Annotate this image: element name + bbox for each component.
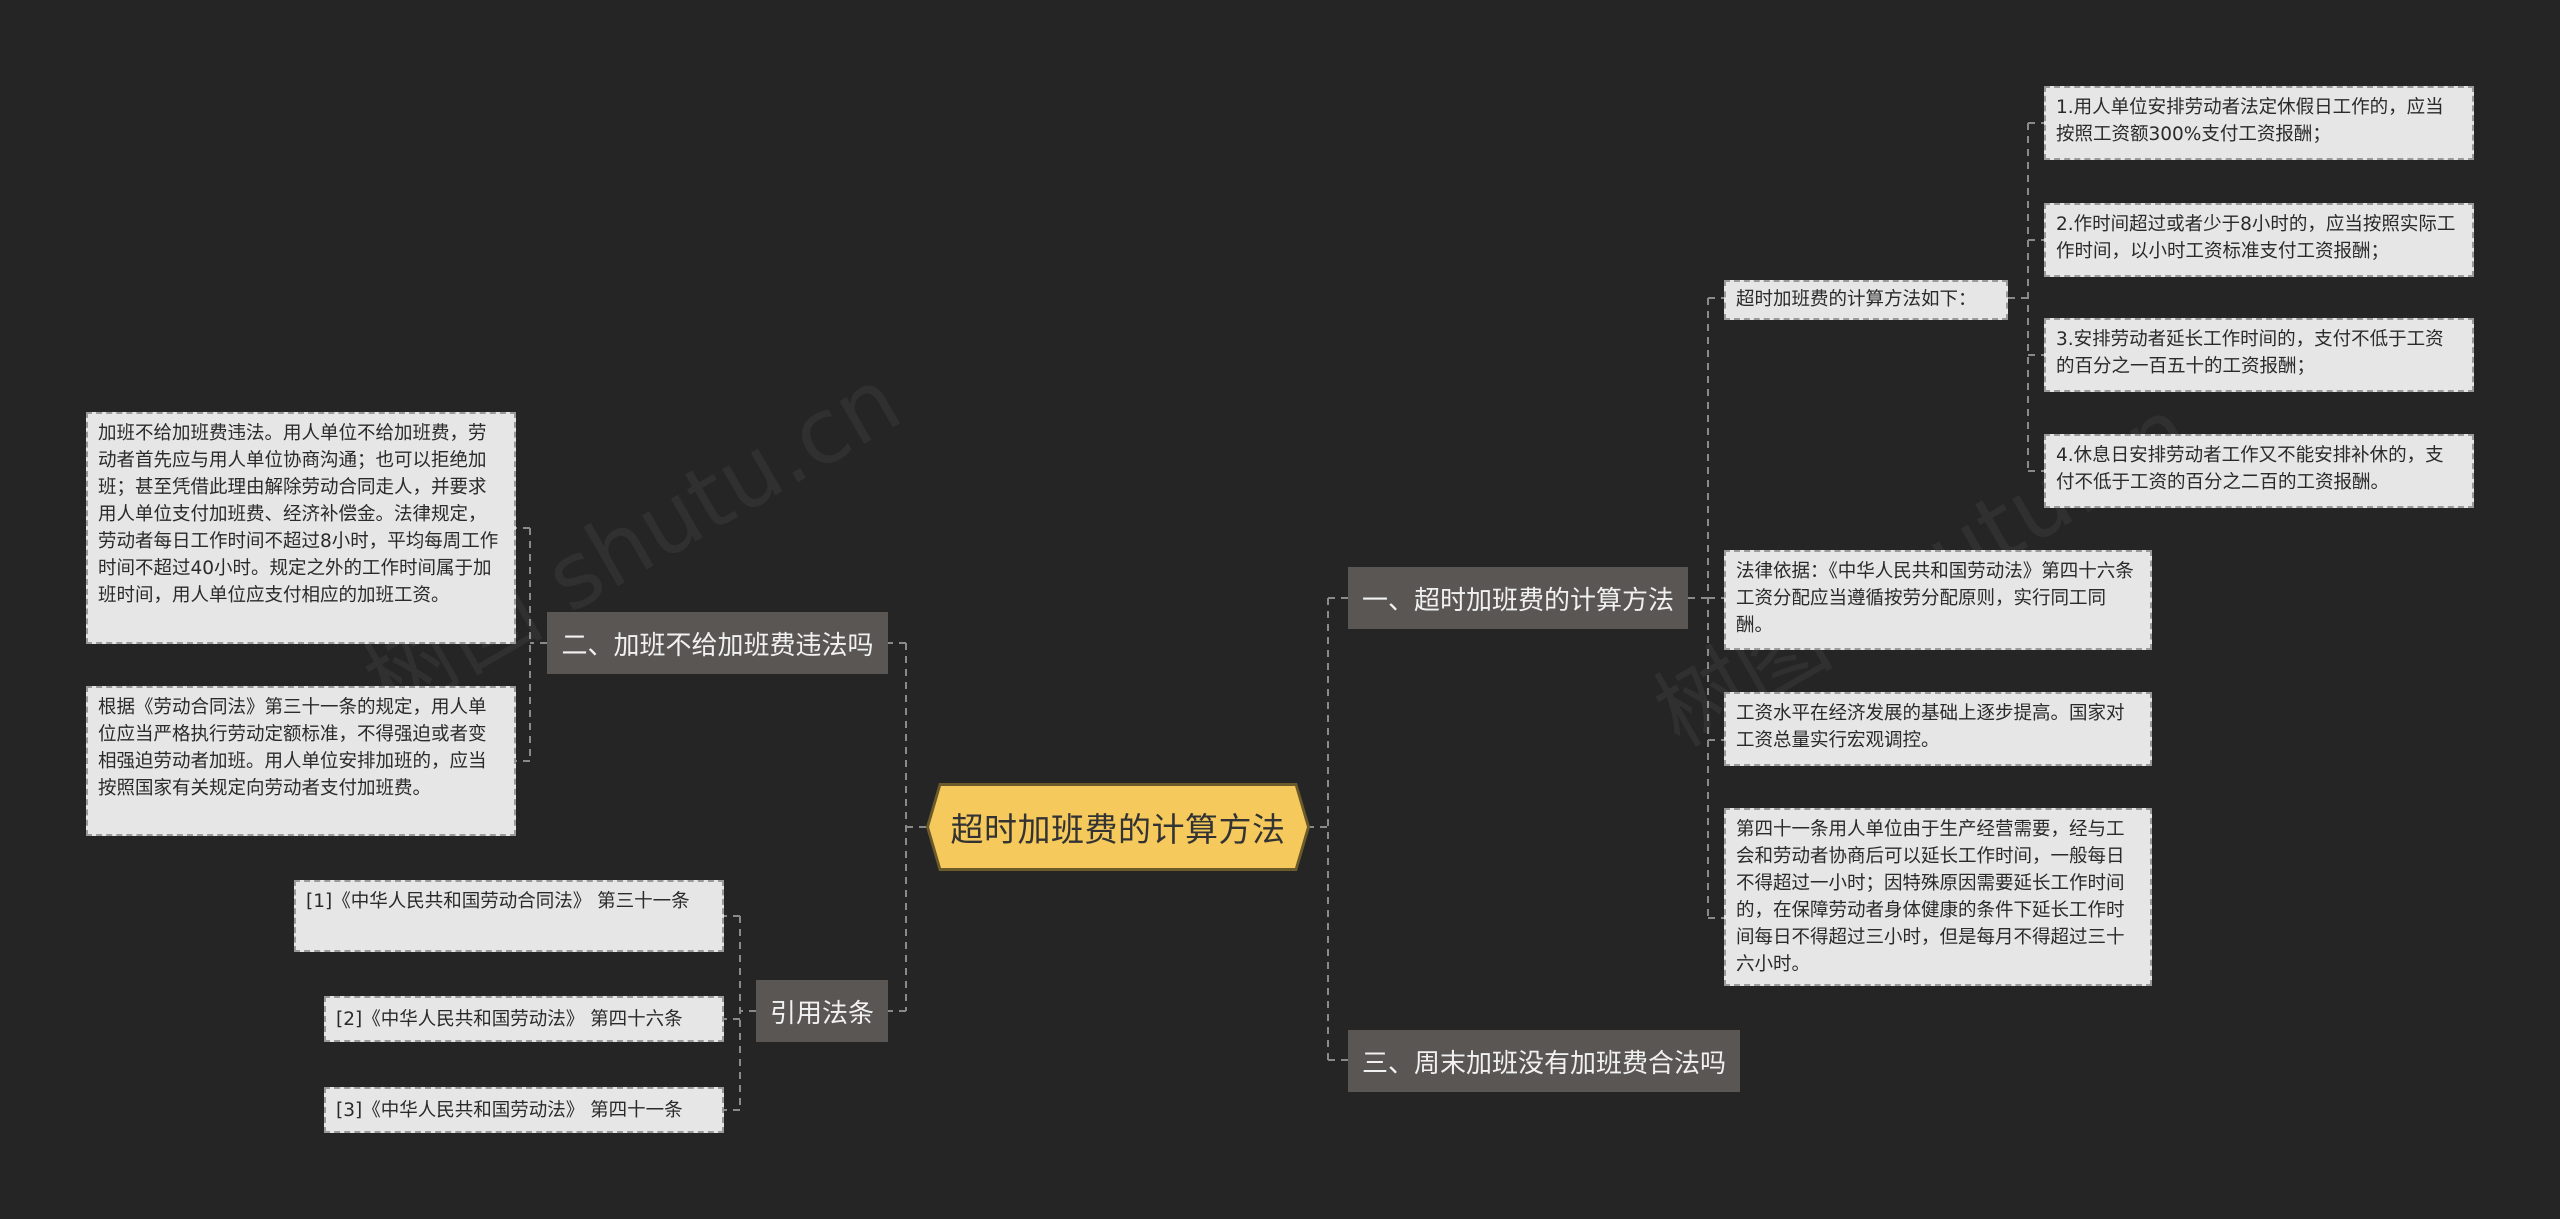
branch-weekend-overtime[interactable]: 三、周末加班没有加班费合法吗 (1348, 1030, 1740, 1092)
leaf-text: 4.休息日安排劳动者工作又不能安排补休的，支付不低于工资的百分之二百的工资报酬。 (2056, 445, 2444, 493)
leaf-legal-basis[interactable]: 法律依据：《中华人民共和国劳动法》第四十六条工资分配应当遵循按劳分配原则，实行同… (1724, 550, 2152, 650)
leaf-text: 工资水平在经济发展的基础上逐步提高。国家对工资总量实行宏观调控。 (1736, 703, 2125, 751)
link-methods-items (2008, 122, 2044, 472)
link-illegal-children (516, 527, 547, 762)
leaf-ref-2[interactable]: [2]《中华人民共和国劳动法》 第四十六条 (324, 996, 724, 1042)
branch-calc-method[interactable]: 一、超时加班费的计算方法 (1348, 567, 1688, 629)
leaf-text: [2]《中华人民共和国劳动法》 第四十六条 (336, 1009, 683, 1030)
root-label: 超时加班费的计算方法 (950, 810, 1286, 849)
branch-label: 三、周末加班没有加班费合法吗 (1361, 1048, 1726, 1079)
leaf-method-2[interactable]: 2.作时间超过或者少于8小时的，应当按照实际工作时间，以小时工资标准支付工资报酬… (2044, 203, 2474, 277)
link-calc-children (1688, 297, 1724, 919)
leaf-method-1[interactable]: 1.用人单位安排劳动者法定休假日工作的，应当按照工资额300%支付工资报酬； (2044, 86, 2474, 160)
leaf-ref-3[interactable]: [3]《中华人民共和国劳动法》 第四十一条 (324, 1087, 724, 1133)
leaf-labor-contract-article-31[interactable]: 根据《劳动合同法》第三十一条的规定，用人单位应当严格执行劳动定额标准，不得强迫或… (86, 686, 516, 836)
leaf-wage-level[interactable]: 工资水平在经济发展的基础上逐步提高。国家对工资总量实行宏观调控。 (1724, 692, 2152, 766)
link-root-right (1307, 597, 1348, 1061)
leaf-text: 第四十一条用人单位由于生产经营需要，经与工会和劳动者协商后可以延长工作时间，一般… (1736, 819, 2125, 975)
leaf-text: [3]《中华人民共和国劳动法》 第四十一条 (336, 1100, 683, 1121)
leaf-text: [1]《中华人民共和国劳动合同法》 第三十一条 (306, 891, 690, 912)
root-node[interactable]: 超时加班费的计算方法 (929, 786, 1307, 868)
branch-label: 一、超时加班费的计算方法 (1361, 585, 1674, 616)
leaf-text: 法律依据：《中华人民共和国劳动法》第四十六条工资分配应当遵循按劳分配原则，实行同… (1736, 561, 2134, 636)
leaf-text: 加班不给加班费违法。用人单位不给加班费，劳动者首先应与用人单位协商沟通；也可以拒… (98, 423, 499, 606)
leaf-unpaid-overtime-illegal[interactable]: 加班不给加班费违法。用人单位不给加班费，劳动者首先应与用人单位协商沟通；也可以拒… (86, 412, 516, 644)
leaf-text: 1.用人单位安排劳动者法定休假日工作的，应当按照工资额300%支付工资报酬； (2056, 97, 2444, 145)
branch-unpaid-overtime-illegal[interactable]: 二、加班不给加班费违法吗 (547, 612, 888, 674)
link-root-left (888, 642, 926, 1012)
branch-cited-laws[interactable]: 引用法条 (756, 980, 888, 1042)
leaf-text: 超时加班费的计算方法如下： (1736, 289, 1977, 310)
leaf-method-3[interactable]: 3.安排劳动者延长工作时间的，支付不低于工资的百分之一百五十的工资报酬； (2044, 318, 2474, 392)
leaf-text: 2.作时间超过或者少于8小时的，应当按照实际工作时间，以小时工资标准支付工资报酬… (2056, 214, 2456, 262)
leaf-method-4[interactable]: 4.休息日安排劳动者工作又不能安排补休的，支付不低于工资的百分之二百的工资报酬。 (2044, 434, 2474, 508)
branch-label: 二、加班不给加班费违法吗 (561, 630, 874, 661)
leaf-text: 根据《劳动合同法》第三十一条的规定，用人单位应当严格执行劳动定额标准，不得强迫或… (98, 697, 487, 799)
leaf-methods-label[interactable]: 超时加班费的计算方法如下： (1724, 280, 2008, 320)
branch-label: 引用法条 (769, 998, 874, 1029)
leaf-text: 3.安排劳动者延长工作时间的，支付不低于工资的百分之一百五十的工资报酬； (2056, 329, 2444, 377)
leaf-ref-1[interactable]: [1]《中华人民共和国劳动合同法》 第三十一条 (294, 880, 724, 952)
leaf-article-41[interactable]: 第四十一条用人单位由于生产经营需要，经与工会和劳动者协商后可以延长工作时间，一般… (1724, 808, 2152, 986)
link-refs-children (724, 915, 756, 1111)
